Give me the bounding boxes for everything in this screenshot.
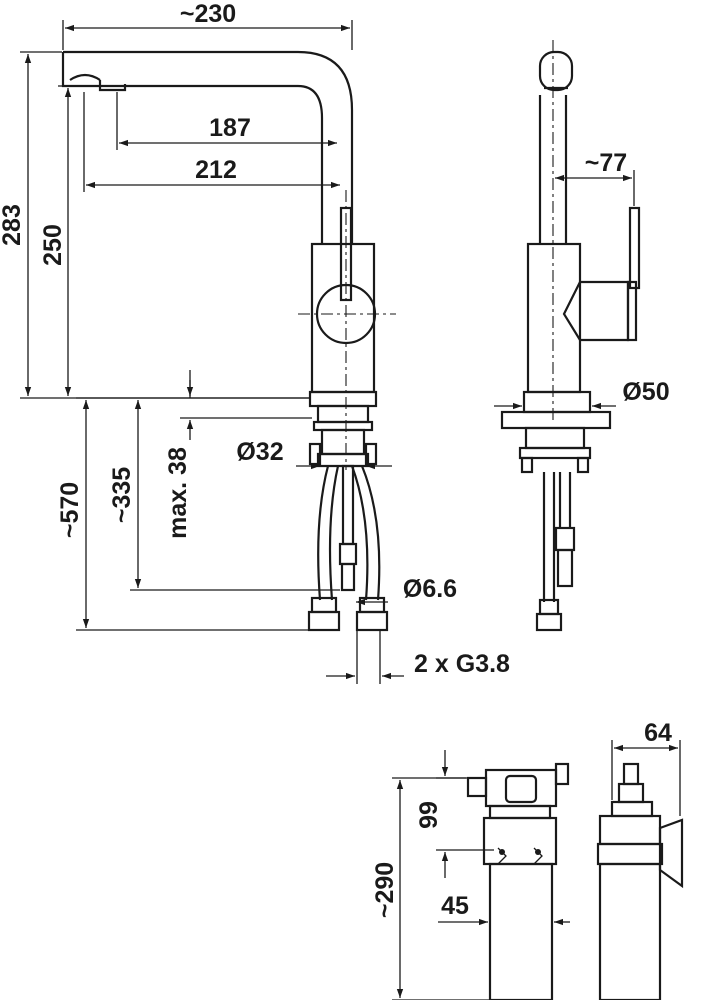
dim-label-max-thickness: max. 38 xyxy=(164,447,192,539)
dim-label-base-diameter: Ø50 xyxy=(622,378,669,406)
faucet-front-view xyxy=(500,40,641,632)
dim-label-hole-diameter: Ø32 xyxy=(236,438,283,466)
dim-label-lever-offset: ~77 xyxy=(585,149,627,177)
dim-label-spout-inner: 187 xyxy=(209,114,251,142)
dim-label-spout-reach: 212 xyxy=(195,156,237,184)
dim-label-outlet-height: 250 xyxy=(39,224,67,266)
dim-label-pipe-diameter: Ø6.6 xyxy=(403,575,457,603)
dim-label-filter-depth: 64 xyxy=(644,719,672,747)
dim-label-filter-head: 99 xyxy=(415,801,443,829)
dim-label-filter-diameter: 45 xyxy=(441,892,469,920)
filter-front-view xyxy=(466,762,570,1000)
dim-label-hose-length: ~570 xyxy=(56,482,84,538)
dim-label-connection: 2 x G3.8 xyxy=(414,650,510,678)
dim-label-total-height: 283 xyxy=(0,204,26,246)
dim-label-pipe-length: ~335 xyxy=(108,467,136,523)
dim-label-spout-width: ~230 xyxy=(180,0,236,28)
dim-label-filter-height: ~290 xyxy=(371,862,399,918)
filter-side-view xyxy=(596,762,684,1000)
